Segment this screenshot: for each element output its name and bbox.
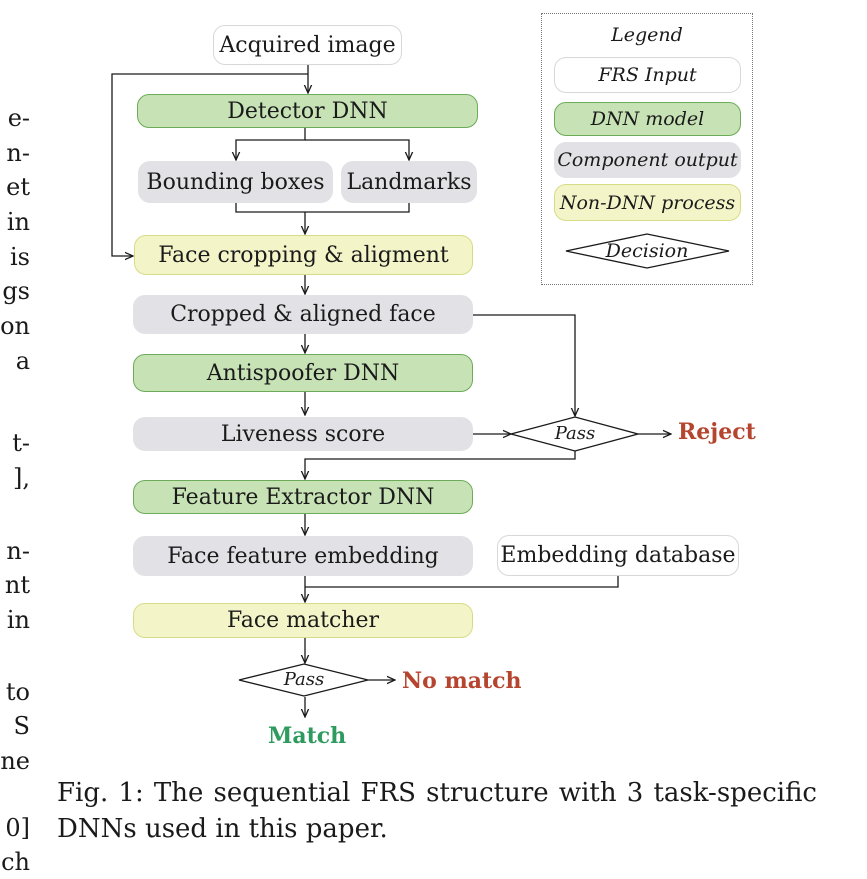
- margin-fragment: n-: [6, 139, 30, 167]
- margin-fragment: ne: [0, 747, 30, 775]
- node-antispoofer-dnn: Antispoofer DNN: [133, 354, 473, 392]
- figure-caption: Fig. 1: The sequential FRS structure wit…: [57, 778, 817, 844]
- outcome-match: Match: [268, 723, 347, 749]
- outcome-no-match: No match: [402, 668, 522, 694]
- margin-fragment: nt: [4, 571, 30, 599]
- margin-fragment: in: [6, 606, 30, 634]
- arrow-acquired-to-cropping: [111, 73, 308, 256]
- legend-title: Legend: [611, 24, 683, 46]
- outcome-reject: Reject: [678, 419, 756, 445]
- node-acquired-image: Acquired image: [213, 25, 402, 65]
- margin-fragment: is: [10, 243, 30, 271]
- node-feature-extractor-dnn: Feature Extractor DNN: [133, 480, 473, 514]
- decision-label-match: Pass: [283, 669, 325, 690]
- legend-decision-label: Decision: [605, 240, 689, 262]
- margin-fragment: gs: [2, 277, 30, 305]
- margin-fragment: t-: [12, 429, 30, 457]
- margin-fragment: S: [13, 712, 30, 740]
- node-face-matcher: Face matcher: [133, 603, 473, 638]
- legend-decision-diamond: [565, 233, 730, 269]
- node-face-cropping: Face cropping & aligment: [134, 235, 473, 275]
- margin-fragment: e-: [7, 104, 30, 132]
- legend-component-output: Component output: [554, 142, 741, 178]
- margin-fragment: to: [5, 678, 30, 706]
- node-detector-dnn: Detector DNN: [137, 94, 478, 128]
- legend-frs-input: FRS Input: [554, 57, 741, 93]
- legend-panel: [541, 13, 753, 285]
- legend-dnn-model: DNN model: [554, 102, 741, 136]
- margin-fragment: n-: [6, 537, 30, 565]
- legend-non-dnn-process: Non-DNN process: [554, 184, 741, 221]
- decision-label-liveness: Pass: [554, 423, 596, 444]
- margin-fragment: ],: [13, 464, 30, 492]
- node-face-feature-embedding: Face feature embedding: [133, 536, 473, 576]
- node-bounding-boxes: Bounding boxes: [138, 161, 333, 203]
- margin-fragment: 0]: [5, 814, 30, 842]
- margin-fragment: ch: [1, 848, 30, 876]
- margin-fragment: et: [6, 173, 30, 201]
- margin-fragment: on: [0, 312, 30, 340]
- node-landmarks: Landmarks: [341, 161, 477, 203]
- decision-diamond-match: [238, 663, 369, 697]
- node-liveness-score: Liveness score: [133, 417, 473, 451]
- node-cropped-aligned-face: Cropped & aligned face: [133, 295, 473, 334]
- margin-fragment: in: [6, 208, 30, 236]
- margin-fragment: a: [15, 347, 30, 375]
- decision-diamond-liveness: [508, 416, 641, 452]
- node-embedding-database: Embedding database: [497, 535, 739, 576]
